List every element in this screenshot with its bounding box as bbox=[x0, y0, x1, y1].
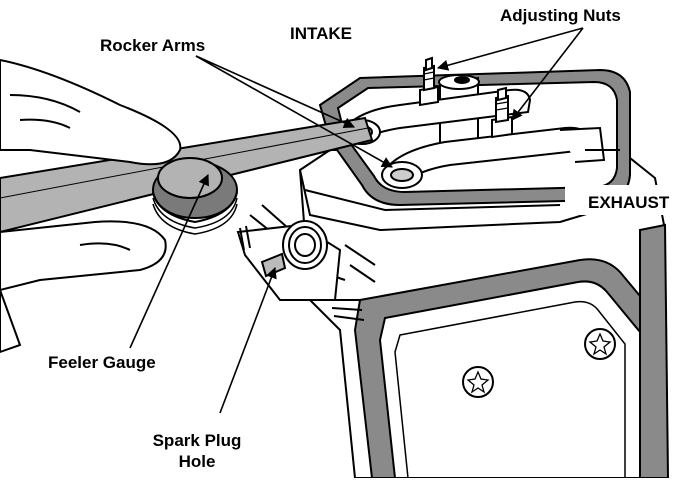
label-rocker-arms: Rocker Arms bbox=[100, 36, 205, 55]
hand bbox=[0, 58, 182, 354]
feeler-gauge bbox=[0, 116, 374, 235]
spark-plug-hole bbox=[236, 220, 342, 301]
cover-bolt-left bbox=[462, 366, 494, 398]
label-adjusting-nuts: Adjusting Nuts bbox=[500, 6, 621, 25]
label-spark-plug-line2: Hole bbox=[179, 452, 216, 471]
leader-lines bbox=[129, 27, 584, 414]
cover-bolt-right bbox=[584, 328, 616, 360]
label-intake: INTAKE bbox=[290, 24, 352, 43]
label-exhaust: EXHAUST bbox=[588, 193, 670, 212]
label-spark-plug-line1: Spark Plug bbox=[153, 431, 242, 450]
label-feeler-gauge: Feeler Gauge bbox=[48, 353, 156, 372]
rocker-assembly bbox=[343, 56, 620, 189]
